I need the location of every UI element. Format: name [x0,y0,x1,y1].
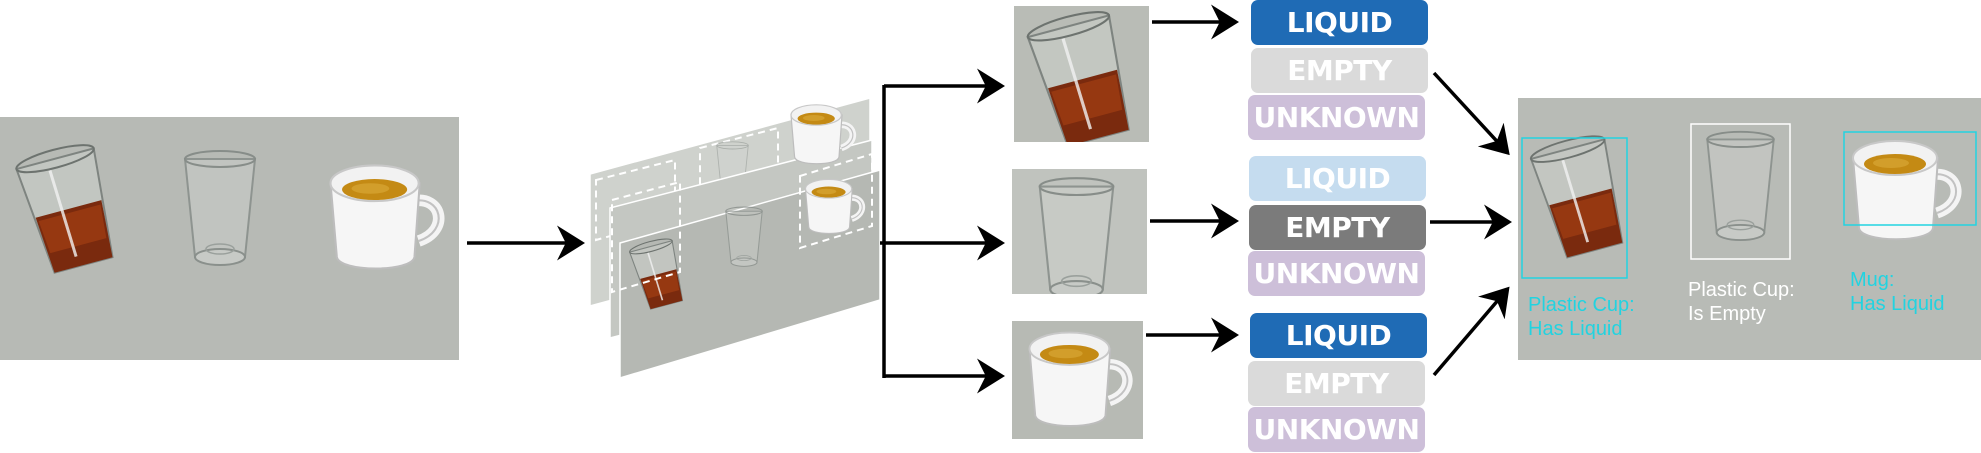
annotation-line: Has Liquid [1850,293,1945,315]
result-annotation-cup-empty: Plastic Cup: Is Empty [1688,278,1795,326]
label-empty-1: EMPTY [1251,48,1428,93]
annotation-line: Is Empty [1688,303,1766,325]
label-unknown-3: UNKNOWN [1248,407,1425,452]
annotation-line: Mug: [1850,269,1895,291]
annotation-line: Plastic Cup: [1528,294,1635,316]
crop-plastic-cup-liquid [1014,6,1149,142]
label-unknown-2: UNKNOWN [1248,251,1425,296]
input-image [0,117,459,360]
label-empty-3: EMPTY [1248,361,1425,406]
input-scene [0,117,459,360]
label-liquid-3: LIQUID [1250,313,1427,358]
result-image: Plastic Cup: Has Liquid Plastic Cup: Is … [1518,98,1981,360]
result-annotation-mug: Mug: Has Liquid [1850,268,1945,316]
label-unknown-1: UNKNOWN [1248,95,1425,140]
crop-empty-plastic-cup [1012,169,1147,294]
label-liquid-2: LIQUID [1249,156,1426,201]
annotation-line: Has Liquid [1528,318,1623,340]
stack-layer-front [611,152,881,380]
result-annotation-cup-liquid: Plastic Cup: Has Liquid [1528,293,1635,341]
annotation-line: Plastic Cup: [1688,279,1795,301]
label-empty-2: EMPTY [1249,205,1426,250]
crop-mug-liquid [1012,321,1143,439]
label-liquid-1: LIQUID [1251,0,1428,45]
